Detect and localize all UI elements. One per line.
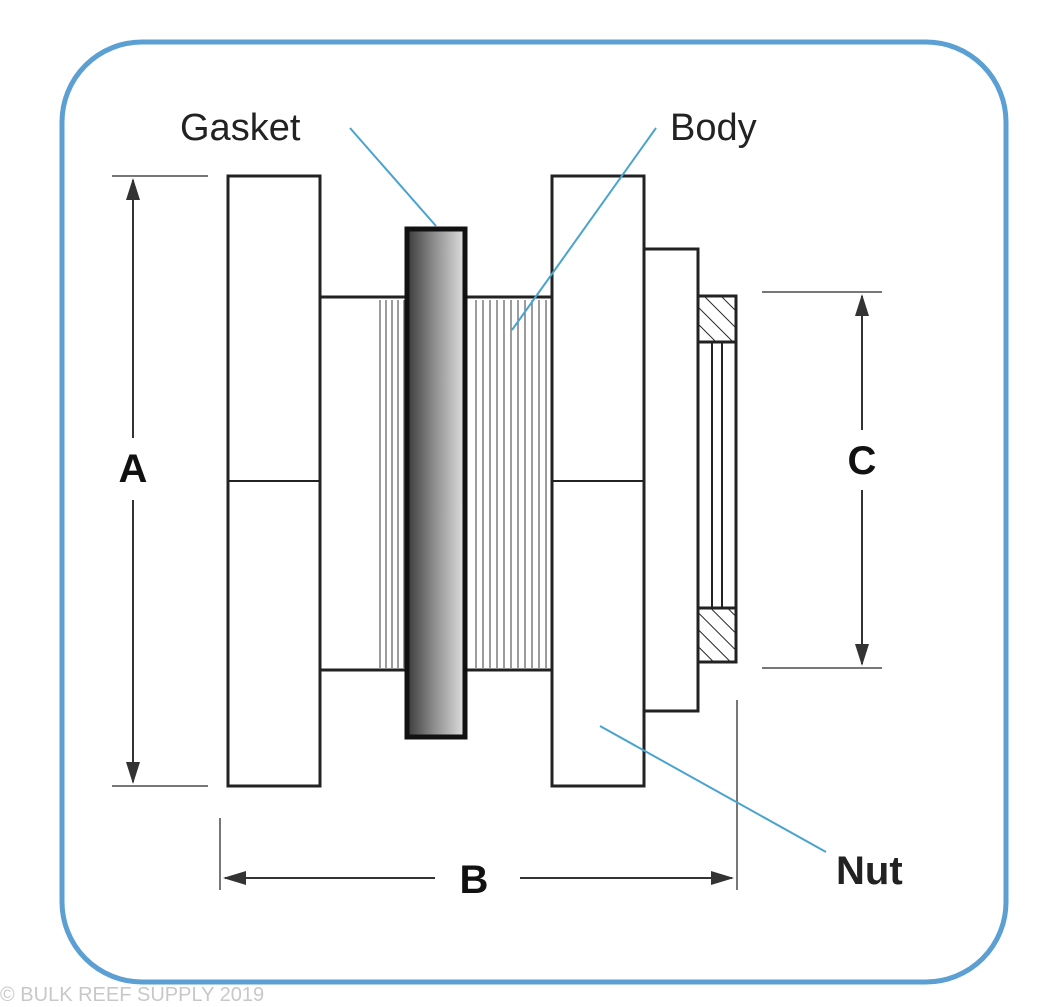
body-leader — [511, 127, 657, 331]
nut-label: Nut — [836, 849, 903, 893]
dimension-b-label: B — [460, 858, 489, 902]
gasket — [404, 226, 468, 740]
body-threads-left — [379, 300, 405, 668]
body-label: Body — [670, 107, 757, 149]
dimension-c-label: C — [848, 439, 877, 483]
watermark: © BULK REEF SUPPLY 2019 — [0, 984, 265, 1006]
nut-collar — [642, 247, 700, 713]
pipe-end-section-bottom — [696, 606, 738, 664]
gasket-leader — [349, 127, 437, 227]
leader-lines — [349, 127, 827, 853]
dimension-a-label: A — [119, 447, 148, 491]
dimension-c — [762, 291, 882, 669]
dimension-b — [219, 700, 738, 890]
dimension-a — [112, 175, 208, 787]
nut-leader — [599, 725, 827, 853]
body-threads-right — [475, 300, 547, 668]
fitting-drawing — [226, 174, 738, 788]
pipe-end-section-top — [696, 294, 738, 344]
gasket-label: Gasket — [180, 107, 301, 149]
